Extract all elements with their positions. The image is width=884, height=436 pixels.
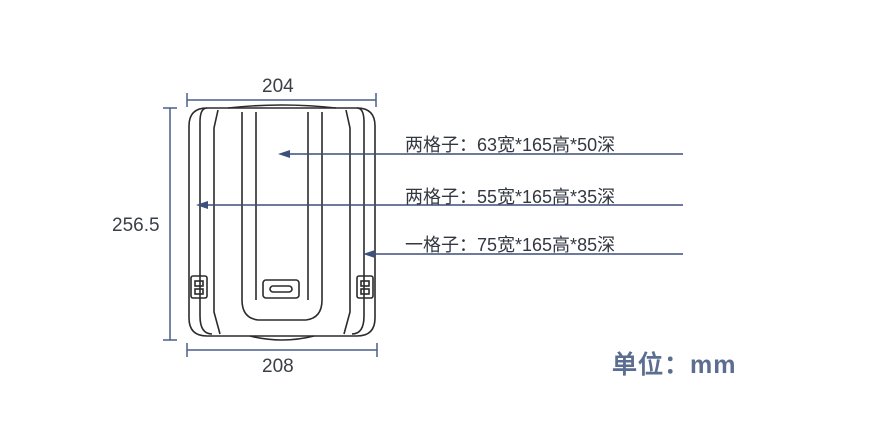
dimension-bottom-width-label: 208 <box>262 356 294 377</box>
callout-label-3: 一格子：75宽*165高*85深 <box>405 235 616 255</box>
storage-box-outline <box>188 104 376 341</box>
dimension-bottom-width <box>186 343 378 357</box>
callout-line-2 <box>196 201 683 209</box>
callout-line-1 <box>278 150 683 158</box>
callout-label-1: 两格子：63宽*165高*50深 <box>405 135 616 155</box>
dimension-top-width-label: 204 <box>262 76 294 97</box>
callout-line-3 <box>363 250 683 258</box>
dimension-height-label: 256.5 <box>112 215 160 236</box>
unit-label: 单位：mm <box>612 351 737 379</box>
callout-label-2: 两格子：55宽*165高*35深 <box>405 187 616 207</box>
dimension-height <box>163 107 177 341</box>
dimension-top-width <box>186 93 377 107</box>
